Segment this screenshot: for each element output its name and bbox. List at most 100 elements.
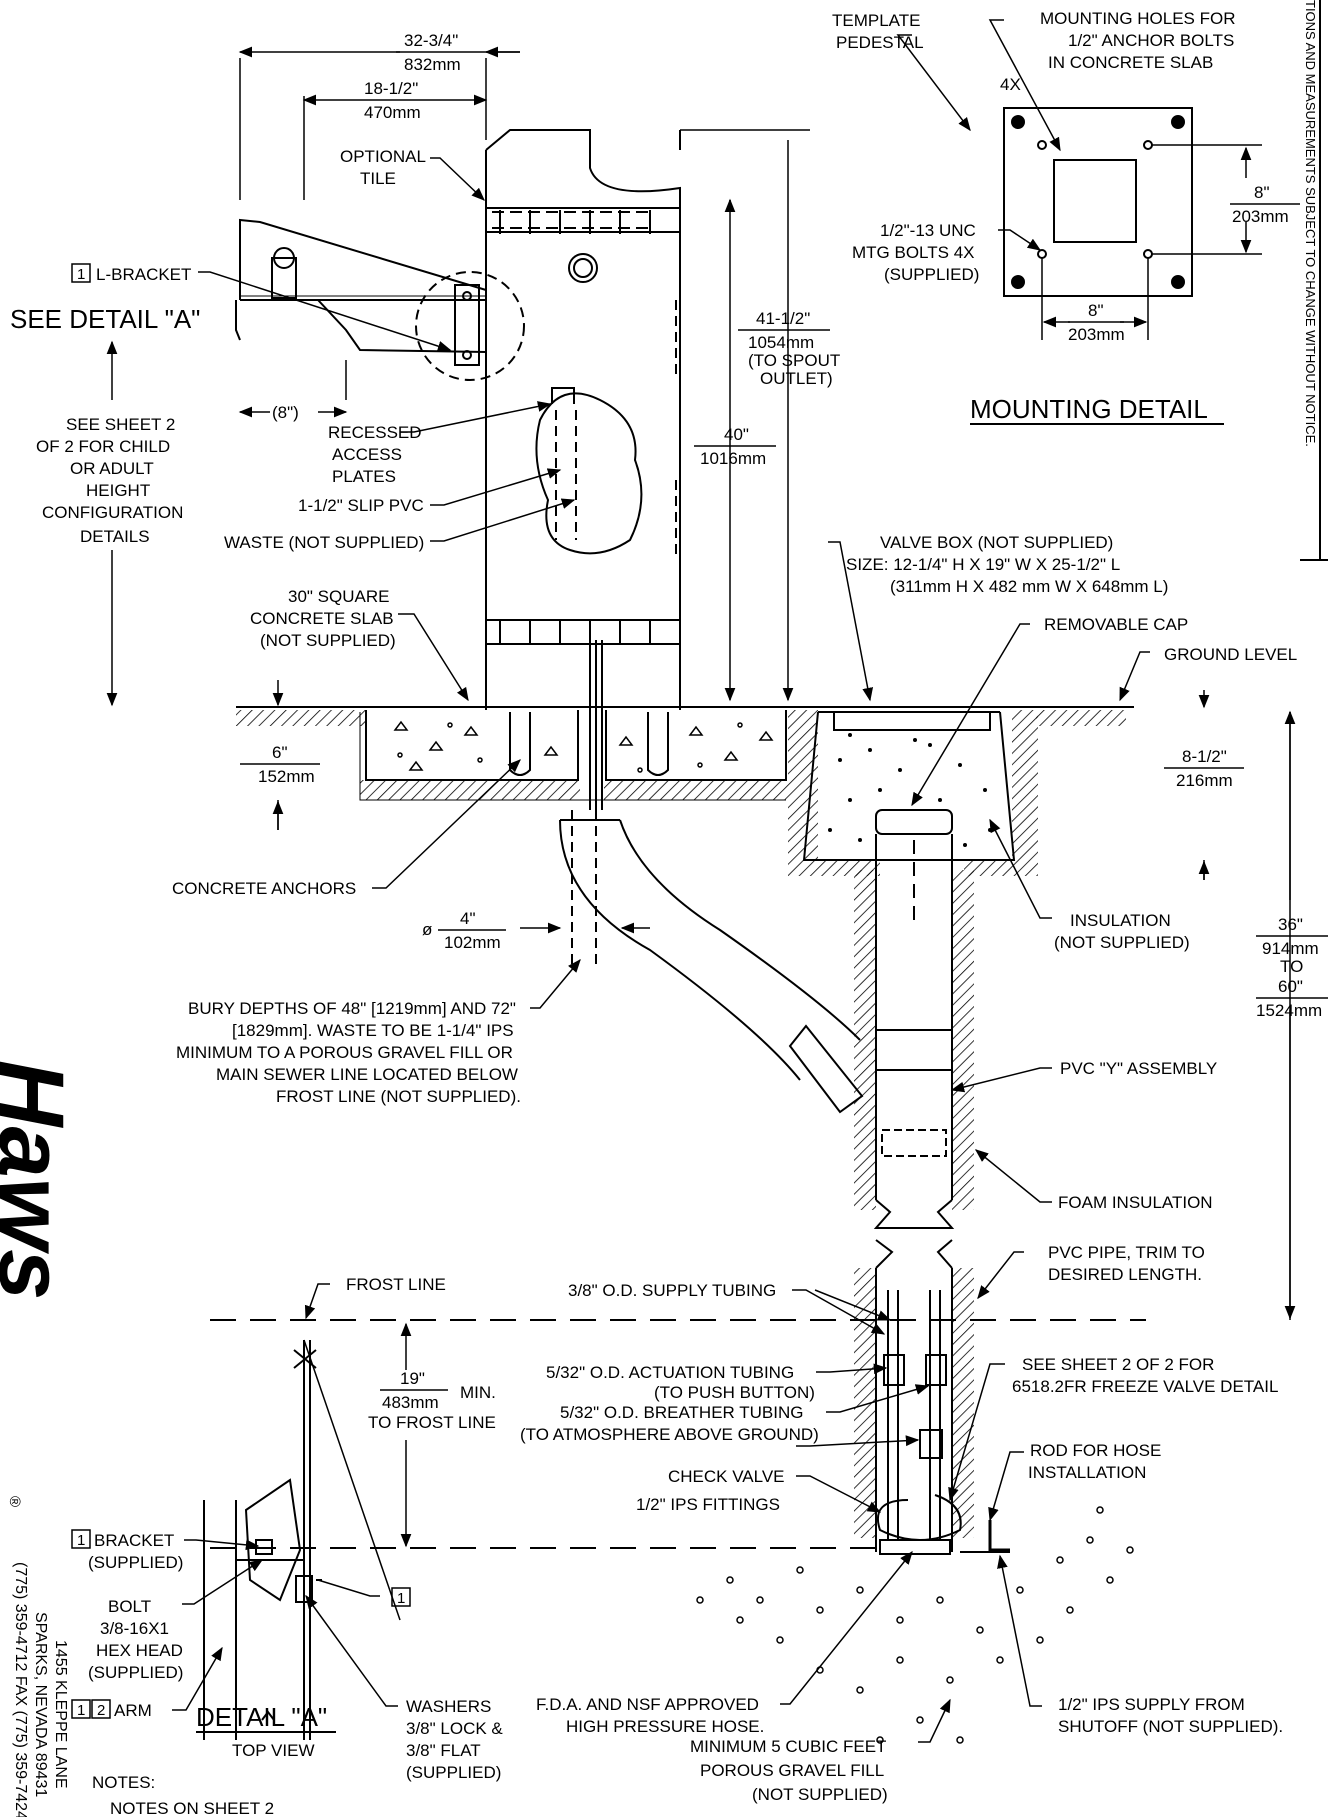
half-width-mm: 470mm xyxy=(364,103,421,122)
mount-v-in: 8" xyxy=(1254,183,1270,202)
mounting-detail-title: MOUNTING DETAIL xyxy=(970,394,1208,424)
ground-hatch-valve xyxy=(788,710,818,860)
leader-lines xyxy=(198,19,1150,1743)
slab-1: 30" SQUARE xyxy=(288,587,389,606)
side-note: TIONS AND MEASUREMENTS SUBJECT TO CHANGE… xyxy=(1303,0,1318,447)
washers-3: 3/8" FLAT xyxy=(406,1741,481,1760)
valve-box-1: VALVE BOX (NOT SUPPLIED) xyxy=(880,533,1113,552)
see-sheet-1: SEE SHEET 2 xyxy=(66,415,175,434)
address-2: SPARKS, NEVADA 89431 xyxy=(32,1612,49,1797)
frost-min: MIN. xyxy=(460,1383,496,1402)
company-logo: Haws xyxy=(0,1060,82,1300)
slab-depth-in: 6" xyxy=(272,743,288,762)
removable-cap: REMOVABLE CAP xyxy=(1044,615,1188,634)
detail-a-title: DETAIL "A" xyxy=(196,1702,327,1732)
valve-box-3: (311mm H X 482 mm W X 648mm L) xyxy=(890,577,1168,596)
bury-5: FROST LINE (NOT SUPPLIED). xyxy=(276,1087,521,1106)
bracket-2: (SUPPLIED) xyxy=(88,1553,183,1572)
bury-to: TO xyxy=(1280,957,1303,976)
ips-supply-1: 1/2" IPS SUPPLY FROM xyxy=(1058,1695,1245,1714)
optional-tile-2: TILE xyxy=(360,169,396,188)
mount-v-mm: 203mm xyxy=(1232,207,1289,226)
mount-holes-3: IN CONCRETE SLAB xyxy=(1048,53,1213,72)
bury-3: MINIMUM TO A POROUS GRAVEL FILL OR xyxy=(176,1043,513,1062)
bolt-1: BOLT xyxy=(108,1597,151,1616)
bowl-assembly xyxy=(235,218,525,381)
address-3: (775) 359-4712 FAX (775) 359-7424 xyxy=(12,1562,29,1817)
frost-to: TO FROST LINE xyxy=(368,1413,496,1432)
bracket-offset: (8") xyxy=(272,403,299,422)
half-width-in: 18-1/2" xyxy=(364,79,418,98)
slab-aggregate xyxy=(393,720,774,773)
pipe-dia-symbol: ø xyxy=(422,920,432,939)
valve-box-gravel xyxy=(828,733,992,847)
address-1: 1455 KLEPPE LANE xyxy=(52,1640,69,1789)
unc-1: 1/2"-13 UNC xyxy=(880,221,976,240)
ground-hatch-left xyxy=(236,710,366,726)
recessed-3: PLATES xyxy=(332,467,396,486)
see-sheet-3: OR ADULT xyxy=(70,459,154,478)
dimension-texts: 32-3/4" 832mm 18-1/2" 470mm (8") 41-1/2"… xyxy=(240,31,1328,1432)
concrete-slab xyxy=(359,710,788,801)
pvc-pipe-2: DESIRED LENGTH. xyxy=(1048,1265,1202,1284)
frost-line-label: FROST LINE xyxy=(346,1275,446,1294)
bury-max-in: 60" xyxy=(1278,977,1303,996)
breather-1: 5/32" O.D. BREATHER TUBING xyxy=(560,1403,803,1422)
actuation-1: 5/32" O.D. ACTUATION TUBING xyxy=(546,1363,794,1382)
frost-in: 19" xyxy=(400,1369,425,1388)
slab-2: CONCRETE SLAB xyxy=(250,609,394,628)
see-sheet-4: HEIGHT xyxy=(86,481,150,500)
see-sheet-2: OF 2 FOR CHILD xyxy=(36,437,170,456)
see-sheet-fr-2: 6518.2FR FREEZE VALVE DETAIL xyxy=(1012,1377,1278,1396)
gravel-1: MINIMUM 5 CUBIC FEET xyxy=(690,1737,886,1756)
top-height-mm: 1016mm xyxy=(700,449,766,468)
notes-sheet: NOTES ON SHEET 2 xyxy=(110,1799,274,1817)
washers-2: 3/8" LOCK & xyxy=(406,1719,503,1738)
bracket-num: 1 xyxy=(77,1532,85,1549)
freeze-valve xyxy=(877,1290,1010,1555)
dimension-lines xyxy=(106,46,1296,1548)
unc-2: MTG BOLTS 4X xyxy=(852,243,975,262)
slip-pvc: 1-1/2" SLIP PVC xyxy=(298,496,424,515)
unc-3: (SUPPLIED) xyxy=(884,265,979,284)
detail-a-leaders xyxy=(172,1539,398,1711)
box-depth-mm: 216mm xyxy=(1176,771,1233,790)
mount-holes-2: 1/2" ANCHOR BOLTS xyxy=(1068,31,1234,50)
gravel-3: (NOT SUPPLIED) xyxy=(752,1785,888,1804)
see-detail-a: SEE DETAIL "A" xyxy=(10,304,200,334)
fda-1: F.D.A. AND NSF APPROVED xyxy=(536,1695,759,1714)
registered-mark: ® xyxy=(6,1496,23,1507)
see-sheet-5: CONFIGURATION xyxy=(42,503,183,522)
pipe-dia-mm: 102mm xyxy=(444,933,501,952)
ips-fittings: 1/2" IPS FITTINGS xyxy=(636,1495,780,1514)
slab-3: (NOT SUPPLIED) xyxy=(260,631,396,650)
mount-h-mm: 203mm xyxy=(1068,325,1125,344)
valve-box xyxy=(802,711,1016,861)
optional-tile-1: OPTIONAL xyxy=(340,147,426,166)
arm-num-1: 1 xyxy=(77,1702,85,1719)
notes-heading: NOTES: xyxy=(92,1773,155,1792)
pvc-pipe-1: PVC PIPE, TRIM TO xyxy=(1048,1243,1205,1262)
top-view: TOP VIEW xyxy=(232,1741,315,1760)
rod-2: INSTALLATION xyxy=(1028,1463,1146,1482)
valve-box-2: SIZE: 12-1/4" H X 19" W X 25-1/2" L xyxy=(846,555,1120,574)
bury-max-mm: 1524mm xyxy=(1256,1001,1322,1020)
bury-min-mm: 914mm xyxy=(1262,939,1319,958)
l-bracket-label: L-BRACKET xyxy=(96,265,191,284)
rod-1: ROD FOR HOSE xyxy=(1030,1441,1161,1460)
insulation-1: INSULATION xyxy=(1070,911,1171,930)
mount-holes-4: 4X xyxy=(1000,75,1021,94)
frost-mm: 483mm xyxy=(382,1393,439,1412)
box-depth-in: 8-1/2" xyxy=(1182,747,1227,766)
mount-holes-1: MOUNTING HOLES FOR xyxy=(1040,9,1236,28)
slab-depth-mm: 152mm xyxy=(258,767,315,786)
washers-1: WASHERS xyxy=(406,1697,491,1716)
fda-2: HIGH PRESSURE HOSE. xyxy=(566,1717,764,1736)
bracket-1: BRACKET xyxy=(94,1531,174,1550)
bolt-2: 3/8-16X1 xyxy=(100,1619,169,1638)
l-bracket-num: 1 xyxy=(77,266,85,283)
recessed-1: RECESSED xyxy=(328,423,422,442)
arm-num-2: 2 xyxy=(97,1702,105,1719)
check-valve: CHECK VALVE xyxy=(668,1467,785,1486)
overall-width-in: 32-3/4" xyxy=(404,31,458,50)
